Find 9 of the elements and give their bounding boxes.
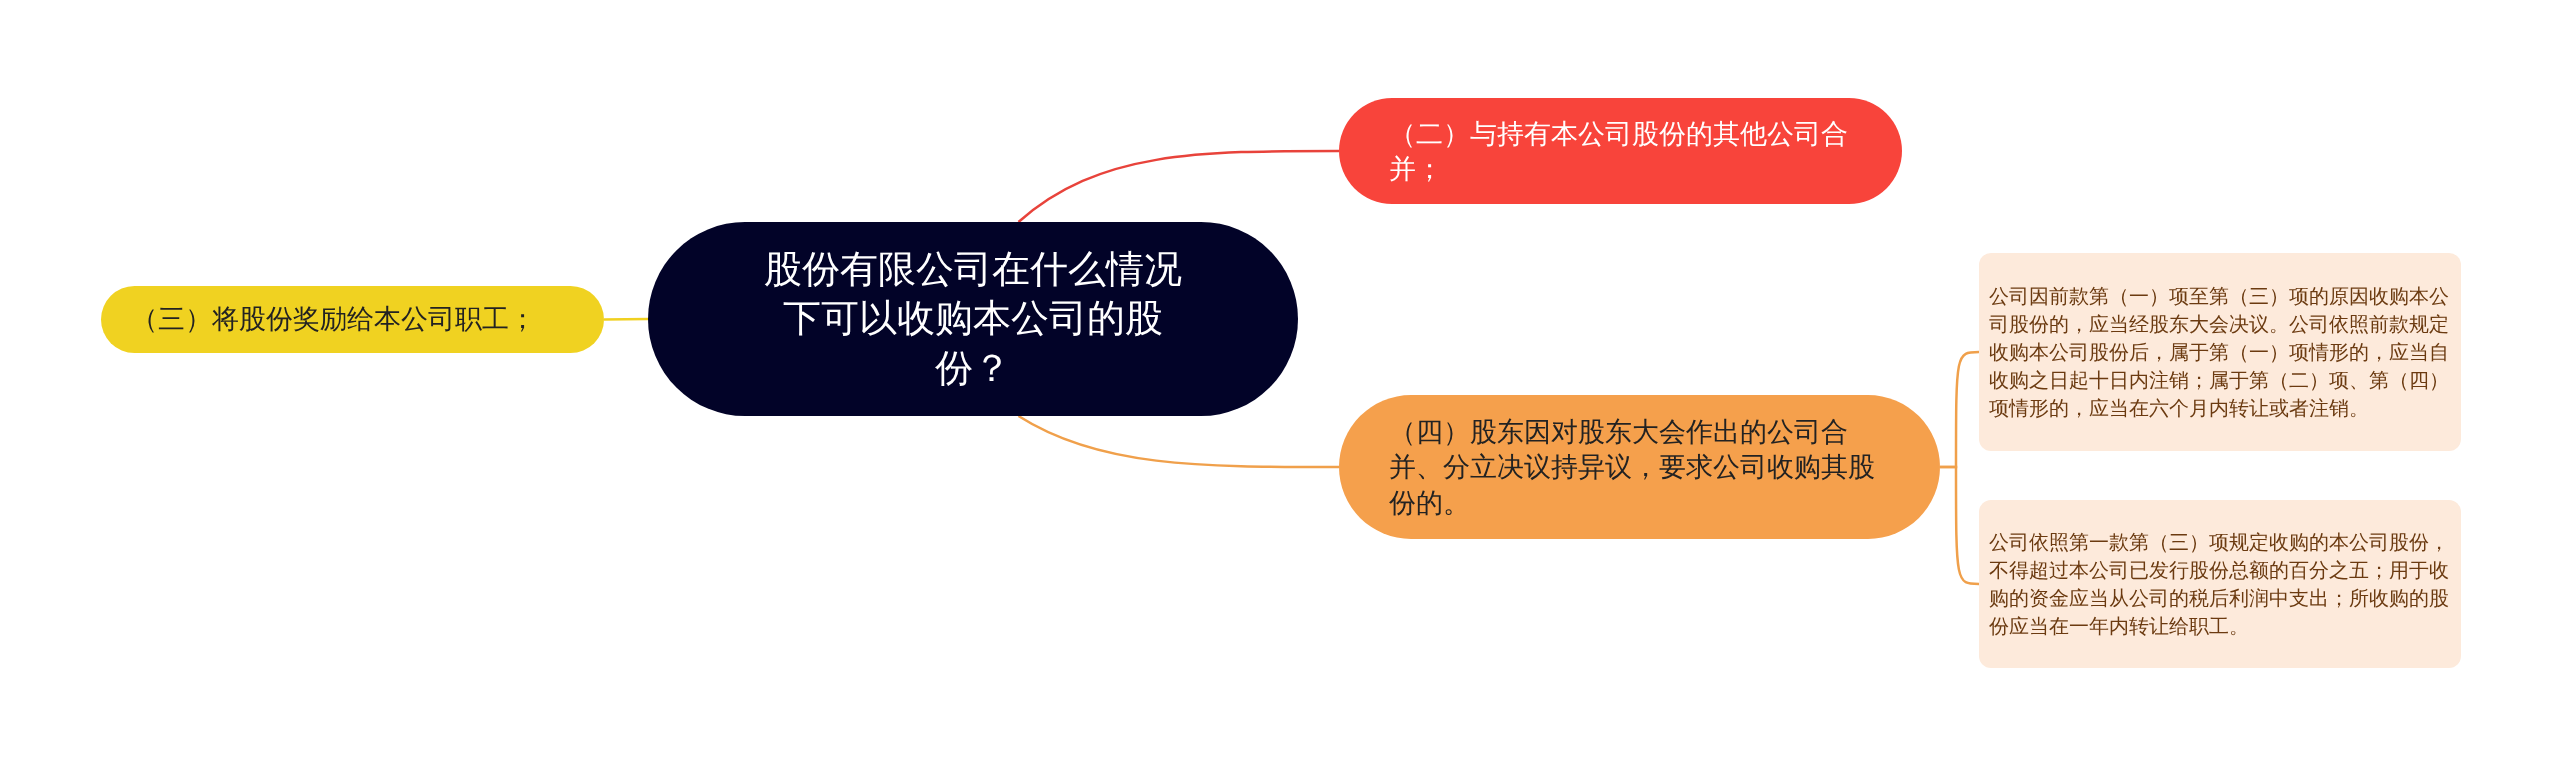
- connector-line: [604, 317, 648, 321]
- detail-box: 公司因前款第（一）项至第（三）项的原因收购本公司股份的，应当经股东大会决议。公司依照前款规定收购本公司股份后，属于第（一）项情形的，应当自收购之日起十日内注销；属于第（二）项、第（四）项情形的，应当在六个月内转让或者注销。: [1979, 253, 2461, 451]
- topic-box: （二）与持有本公司股份的其他公司合并；: [1339, 98, 1902, 204]
- topic-box: （三）将股份奖励给本公司职工；: [101, 286, 604, 353]
- root-topic: 股份有限公司在什么情况下可以收购本公司的股份？: [648, 222, 1298, 416]
- detail-box: 公司依照第一款第（三）项规定收购的本公司股份，不得超过本公司已发行股份总额的百分之五；用于收购的资金应当从公司的税后利润中支出；所收购的股份应当在一年内转让给职工。: [1979, 500, 2461, 668]
- topic-box: （四）股东因对股东大会作出的公司合并、分立决议持异议，要求公司收购其股份的。: [1339, 395, 1940, 539]
- connector-line: [1017, 414, 1339, 469]
- connector-line: [1017, 149, 1339, 223]
